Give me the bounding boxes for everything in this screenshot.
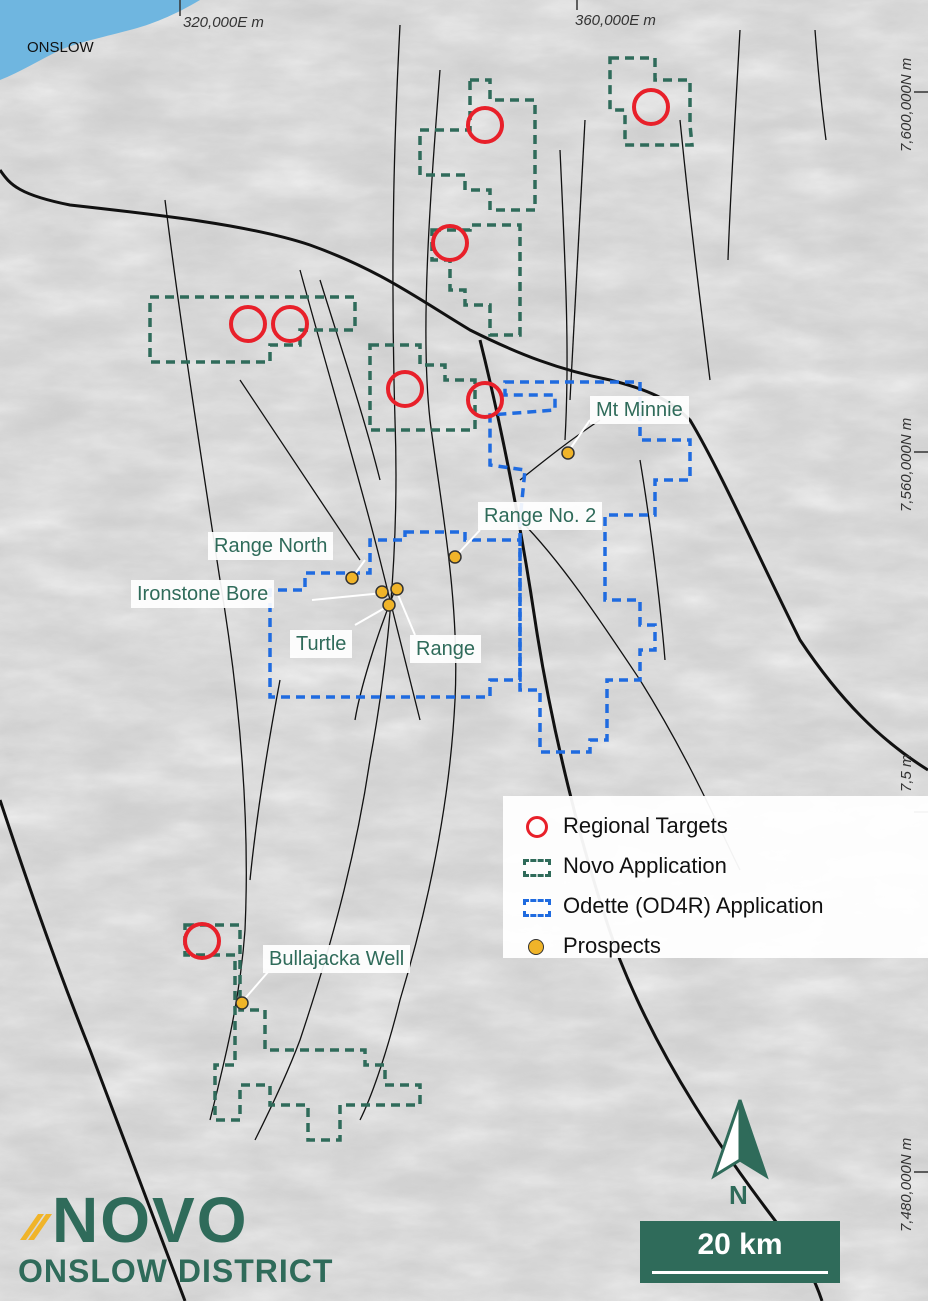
odette-application-west [268,530,522,699]
prospect-label-range-no2: Range No. 2 [478,502,603,530]
grid-label-northing: 7,5 m [898,754,915,792]
sea-area [0,0,200,80]
prospect-label-bullajacka-well: Bullajacka Well [263,945,411,973]
prospect-label-turtle: Turtle [290,630,353,658]
scale-bar: 20 km [640,1221,840,1283]
grid-label-easting: 320,000E m [183,14,264,31]
regional-target [632,88,670,126]
regional-target [386,370,424,408]
regional-target [271,305,309,343]
legend-label: Novo Application [563,853,727,878]
odette-application-east [488,380,692,754]
north-arrow-icon [711,1099,769,1180]
prospect-dot-range [390,582,404,596]
blue-dashed-box-icon [521,894,551,918]
yellow-dot-icon [521,934,551,958]
north-label: N [729,1180,748,1210]
prospect-label-ironstone-bore: Ironstone Bore [131,580,275,608]
regional-targets [183,88,670,960]
regional-target [466,381,504,419]
grid-label-northing: 7,480,000N m [898,1137,915,1232]
prospect-dot-ironstone-bore [375,585,389,599]
brand-logo-text: NOVO [52,1184,249,1256]
prospect-label-mt-minnie: Mt Minnie [590,396,689,424]
regional-target [431,224,469,262]
prospect-label-range: Range [410,635,481,663]
scale-bar-line [652,1271,828,1274]
prospect-dot-range-north [345,571,359,585]
regional-target [229,305,267,343]
legend-item-regional-targets: Regional Targets [521,806,928,846]
prospect-dot-mt-minnie [561,446,575,460]
prospect-dot-range-no2 [448,550,462,564]
scale-bar-label: 20 km [697,1228,783,1261]
legend-item-odette-application: Odette (OD4R) Application [521,886,928,926]
label-leaders [241,419,591,1003]
legend-label: Regional Targets [563,813,728,838]
grid-label-easting: 360,000E m [575,12,656,29]
legend-item-novo-application: Novo Application [521,846,928,886]
novo-applications [148,56,694,1142]
legend-label: Odette (OD4R) Application [563,893,824,918]
prospect-points [235,446,575,1010]
regional-target [183,922,221,960]
prospect-dot-turtle [382,598,396,612]
red-circle-icon [521,814,551,838]
regional-target [466,106,504,144]
place-label-onslow: ONSLOW [27,39,94,56]
green-dashed-box-icon [521,854,551,878]
map-subtitle: ONSLOW DISTRICT [18,1253,334,1289]
prospect-label-range-north: Range North [208,532,334,560]
grid-label-northing: 7,600,000N m [898,57,915,152]
grid-label-northing: 7,560,000N m [898,417,915,512]
prospect-dot-bullajacka-well [235,996,249,1010]
novo-logo-icon [20,1214,52,1240]
legend-item-prospects: Prospects [521,926,928,966]
map-legend: Regional Targets Novo Application Odette… [503,796,928,958]
legend-label: Prospects [563,933,661,958]
